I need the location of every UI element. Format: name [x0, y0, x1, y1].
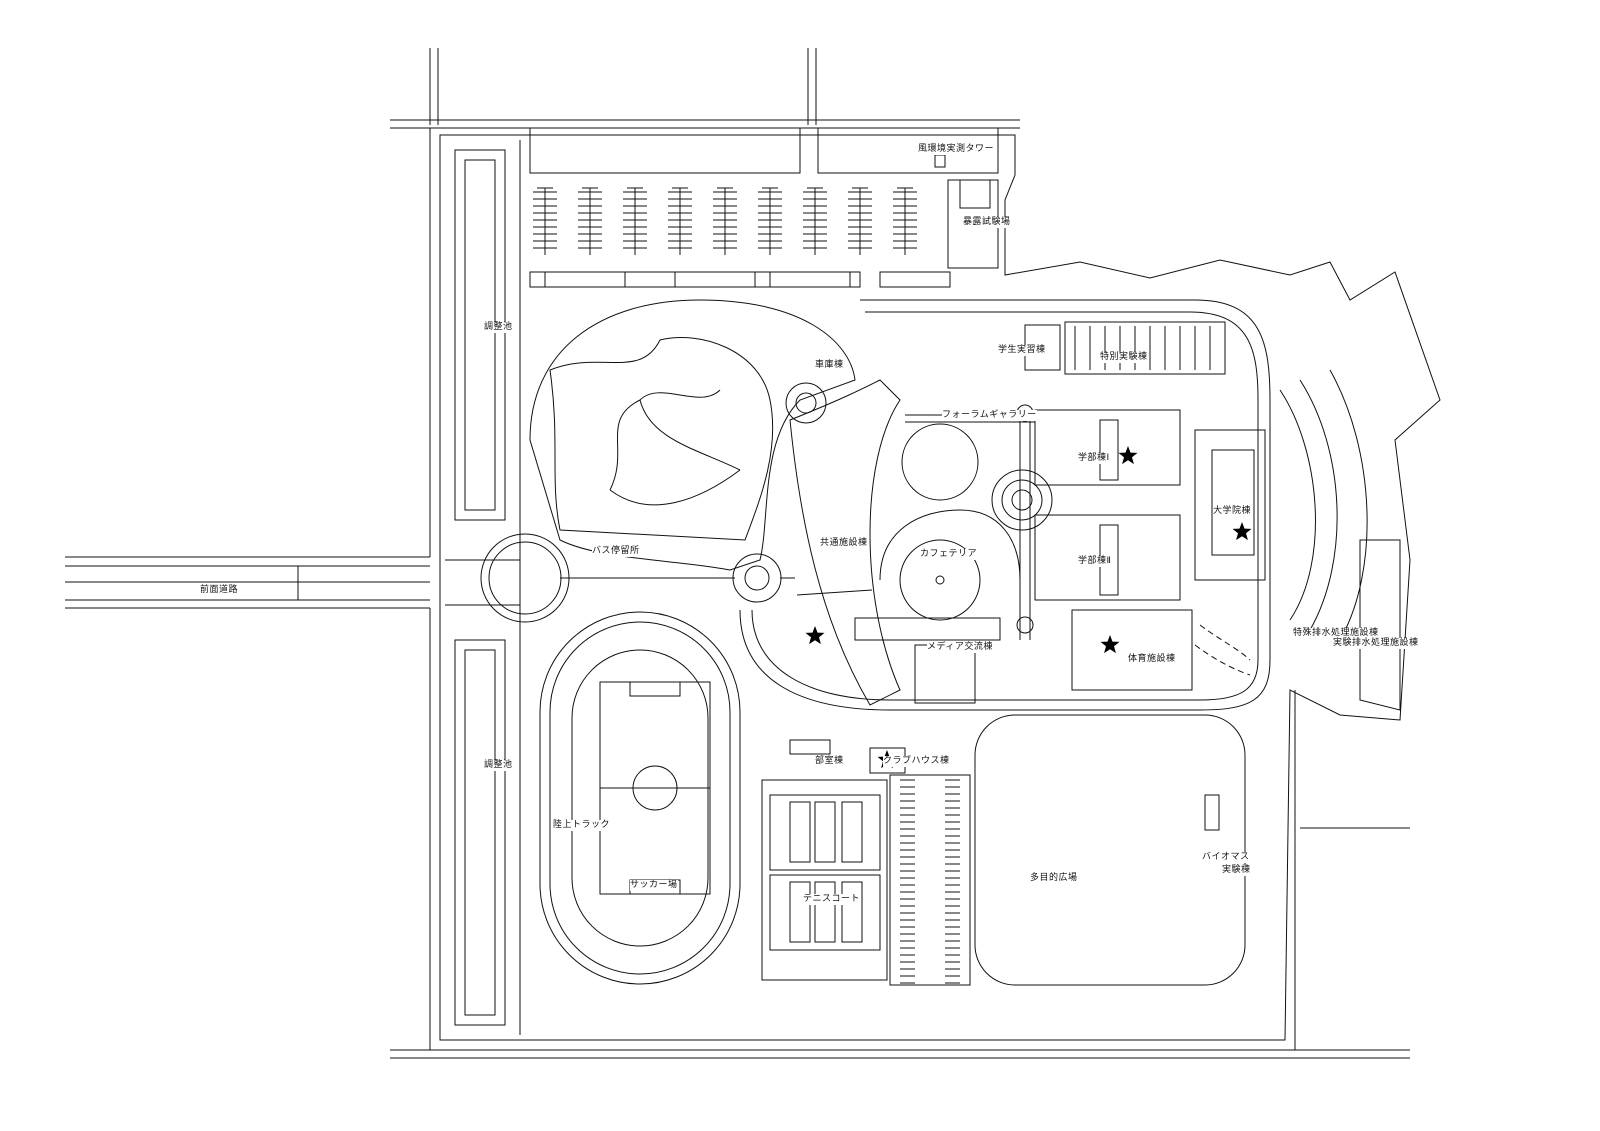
label-graduate: 大学院棟	[1213, 506, 1252, 517]
label-bus-stop: バス停留所	[592, 546, 640, 557]
building-media	[854, 617, 1001, 641]
label-biomass-1: バイオマス	[1202, 852, 1250, 863]
tennis-court	[841, 881, 863, 943]
building-faculty-2	[1034, 514, 1181, 601]
parking-row	[848, 187, 872, 255]
parking-row	[803, 187, 827, 255]
building-biomass	[1204, 794, 1220, 831]
east-terrace	[1279, 369, 1368, 641]
label-soccer: サッカー場	[630, 880, 678, 891]
tennis-court	[789, 881, 811, 943]
label-club-room: 部室棟	[815, 756, 844, 767]
star-markers	[805, 446, 1252, 769]
parking-row	[713, 187, 737, 255]
label-student-lab: 学生実習棟	[998, 345, 1046, 356]
label-front-road: 前面道路	[200, 585, 239, 596]
building-cafeteria	[899, 539, 981, 621]
parking-row	[758, 187, 782, 255]
tennis-court	[841, 801, 863, 863]
parking-row	[668, 187, 692, 255]
building-graduate	[1211, 449, 1255, 556]
athletic-track	[539, 611, 741, 985]
parking-row	[578, 187, 602, 255]
label-media: メディア交流棟	[927, 642, 993, 653]
star-icon	[805, 626, 825, 645]
campus-perimeter	[439, 134, 1441, 1041]
building-gym	[1071, 609, 1193, 691]
forum-gallery	[905, 410, 1035, 640]
label-exposure-test: 暴露試験場	[963, 217, 1011, 228]
parking-row	[623, 187, 647, 255]
star-icon	[1100, 635, 1120, 654]
label-faculty-1: 学部棟Ⅰ	[1078, 453, 1110, 464]
building-club-room	[789, 739, 831, 755]
pond-south	[454, 639, 506, 1026]
label-garage: 車庫棟	[815, 360, 844, 371]
tennis-court	[789, 801, 811, 863]
label-cafeteria: カフェテリア	[920, 549, 978, 560]
tennis-courts-north	[769, 794, 881, 871]
label-clubhouse: クラブハウス棟	[883, 756, 950, 767]
label-tennis: テニスコート	[803, 894, 861, 905]
label-special-lab: 特別実験棟	[1100, 352, 1148, 363]
parking-row	[893, 187, 917, 255]
label-special-drain: 特殊排水処理施設棟	[1293, 628, 1379, 639]
garden	[529, 299, 856, 571]
label-pond-south: 調整池	[484, 760, 513, 771]
label-plaza: 多目的広場	[1030, 873, 1078, 884]
roundabout-center	[744, 565, 770, 591]
star-icon	[1232, 522, 1252, 541]
label-biomass-2: 実験棟	[1222, 865, 1251, 876]
label-track: 陸上トラック	[553, 820, 611, 831]
tennis-court	[814, 801, 836, 863]
tennis-courts-south	[769, 874, 881, 951]
label-faculty-2: 学部棟Ⅱ	[1078, 556, 1112, 567]
building-special-lab	[1064, 321, 1226, 375]
ring-road	[739, 299, 1271, 711]
label-lab-drain: 実験排水処理施設棟	[1333, 638, 1419, 649]
parking-north	[529, 127, 999, 288]
label-gym: 体育施設棟	[1128, 654, 1176, 665]
roundabout-west	[488, 541, 562, 615]
label-pond-north: 調整池	[484, 322, 513, 333]
star-icon	[1118, 446, 1138, 465]
parking-row	[533, 187, 557, 255]
building-faculty-1	[1034, 409, 1181, 486]
label-wind-tower: 風環境実測タワー	[918, 144, 995, 155]
multipurpose-plaza	[974, 714, 1246, 986]
pond-north	[454, 149, 506, 521]
building-common	[789, 379, 901, 706]
tennis-court	[814, 881, 836, 943]
label-common: 共通施設棟	[820, 538, 868, 549]
label-forum-gallery: フォーラムギャラリー	[942, 410, 1037, 421]
